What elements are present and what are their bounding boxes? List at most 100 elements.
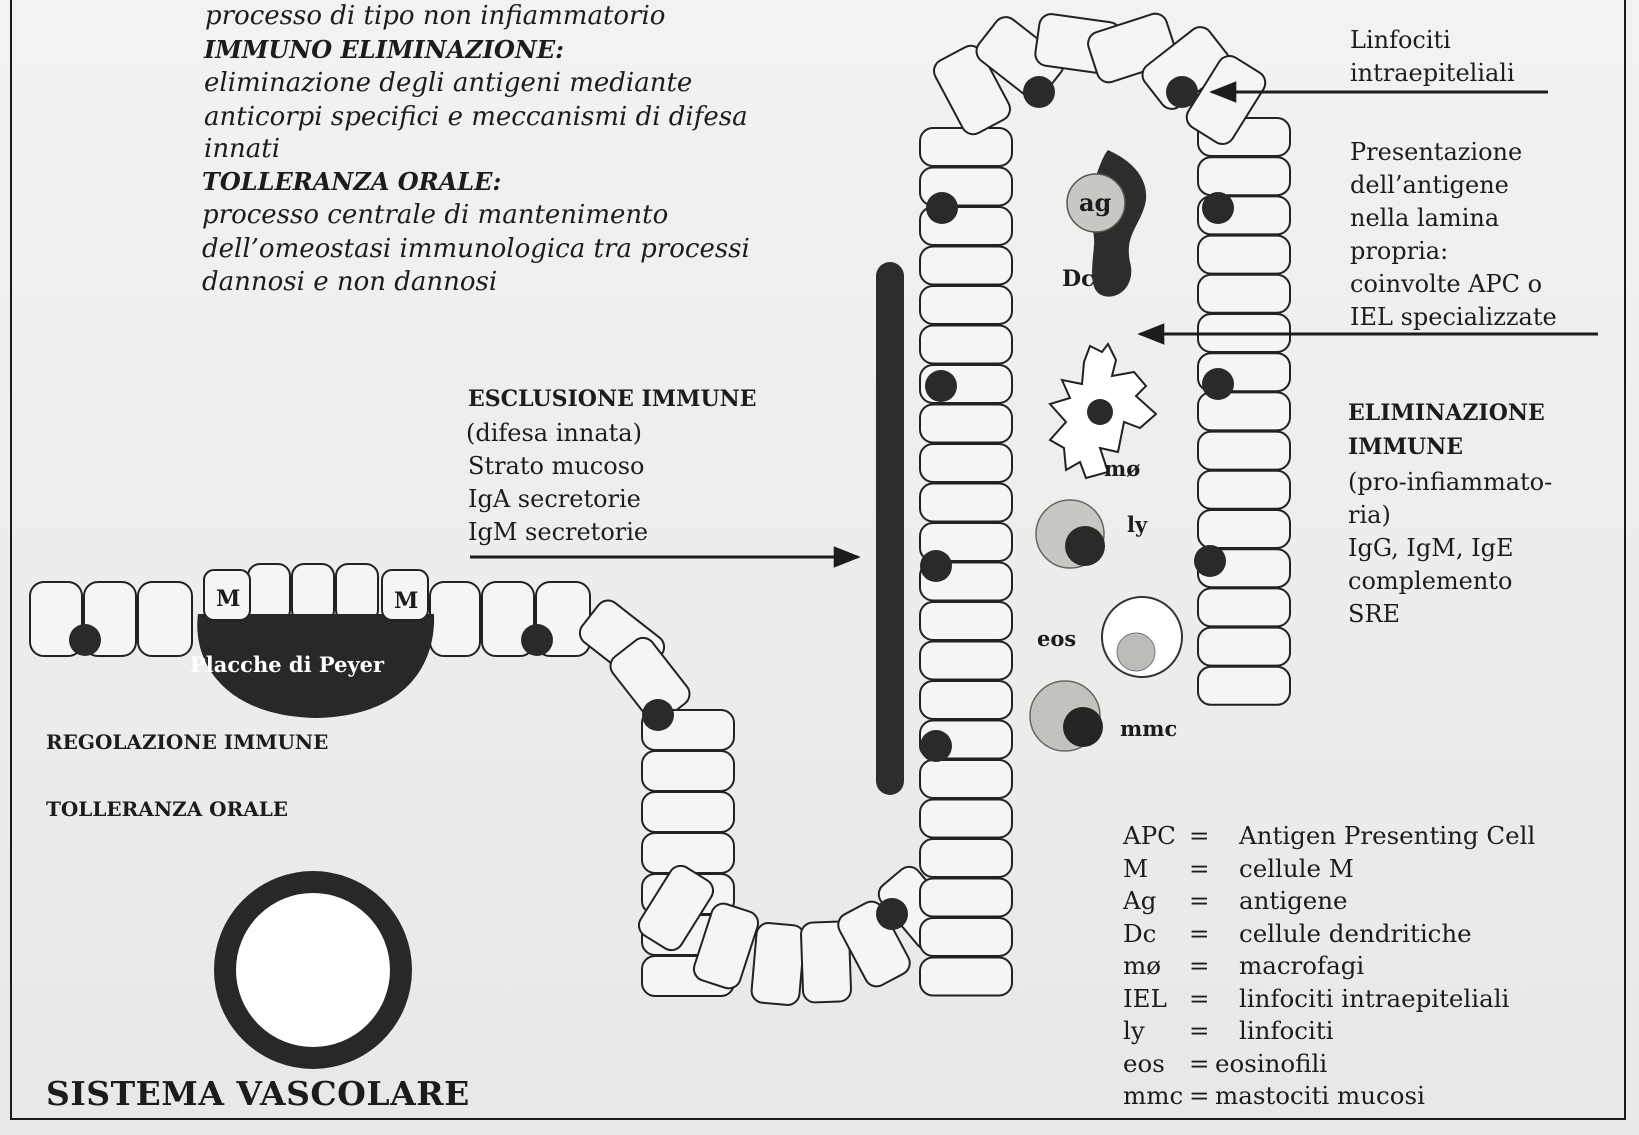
eosinophil-nucleus bbox=[1117, 633, 1155, 671]
epithelial-cell bbox=[1198, 275, 1290, 313]
blood-vessel bbox=[225, 882, 401, 1058]
legend-abbr: mmc bbox=[1123, 1080, 1183, 1111]
epithelial-cell bbox=[920, 247, 1012, 285]
epithelial-cell bbox=[920, 128, 1012, 166]
m-cell-left-label: M bbox=[216, 586, 240, 612]
epithelial-cell bbox=[1198, 236, 1290, 274]
legend-abbr: APC bbox=[1123, 820, 1176, 851]
linfociti-label-2: intraepiteliali bbox=[1350, 57, 1515, 90]
mast-cell-nucleus bbox=[1063, 707, 1103, 747]
esclusione-line-1: (difesa innata) bbox=[466, 417, 642, 450]
epithelial-cell bbox=[920, 681, 1012, 719]
eliminazione-line-1: (pro-infiammato- bbox=[1348, 466, 1552, 499]
epithelial-cell bbox=[1198, 510, 1290, 548]
label-dc: Dc bbox=[1062, 266, 1094, 292]
epithelial-cell bbox=[920, 405, 1012, 443]
legend-equals: = bbox=[1189, 918, 1210, 949]
presentazione-line-2: dell’antigene bbox=[1350, 169, 1509, 202]
macrophage-nucleus bbox=[1087, 399, 1113, 425]
tolleranza-line-3: dannosi e non dannosi bbox=[202, 266, 497, 299]
epithelial-cell bbox=[920, 286, 1012, 324]
nucleus bbox=[1194, 545, 1226, 577]
nucleus bbox=[1023, 76, 1055, 108]
nucleus bbox=[925, 370, 957, 402]
tolleranza-orale-label: TOLLERANZA ORALE bbox=[46, 797, 288, 821]
eliminazione-line-5: SRE bbox=[1348, 598, 1400, 631]
presentazione-line-3: nella lamina bbox=[1350, 202, 1499, 235]
eliminazione-immune-title-1: ELIMINAZIONE bbox=[1348, 400, 1545, 426]
epithelial-cell bbox=[920, 642, 1012, 680]
eliminazione-line-3: IgG, IgM, IgE bbox=[1348, 532, 1513, 565]
eliminazione-line-4: complemento bbox=[1348, 565, 1512, 598]
label-eos: eos bbox=[1037, 626, 1076, 651]
legend-description: linfociti bbox=[1239, 1015, 1334, 1046]
epithelial-cell bbox=[292, 564, 334, 622]
tolleranza-orale-title: TOLLERANZA ORALE: bbox=[202, 165, 501, 198]
presentazione-line-6: IEL specializzate bbox=[1350, 301, 1557, 334]
label-macrophage: mø bbox=[1104, 456, 1140, 481]
nucleus bbox=[1202, 192, 1234, 224]
legend-description: cellule M bbox=[1239, 853, 1354, 884]
epithelial-cell bbox=[751, 922, 806, 1006]
nucleus bbox=[876, 898, 908, 930]
nucleus bbox=[642, 699, 674, 731]
label-mmc: mmc bbox=[1120, 716, 1177, 741]
legend-equals: = bbox=[1189, 1080, 1210, 1111]
eliminazione-line-2: ria) bbox=[1348, 499, 1391, 532]
regolazione-immune-label: REGOLAZIONE IMMUNE bbox=[46, 730, 328, 754]
label-ag: ag bbox=[1079, 188, 1111, 217]
immuno-line-2: anticorpi specifici e meccanismi di dife… bbox=[204, 101, 748, 134]
legend-abbr: Dc bbox=[1123, 918, 1156, 949]
epithelial-cell bbox=[920, 879, 1012, 917]
legend-description: antigene bbox=[1239, 885, 1348, 916]
epithelial-cell bbox=[1198, 667, 1290, 705]
epithelial-cell bbox=[642, 792, 734, 832]
legend-description: Antigen Presenting Cell bbox=[1239, 820, 1535, 851]
intro-line: processo di tipo non infiammatorio bbox=[205, 0, 665, 33]
esclusione-line-4: IgM secretorie bbox=[468, 516, 648, 549]
epithelial-cell bbox=[1198, 471, 1290, 509]
epithelial-cell bbox=[1198, 588, 1290, 626]
legend-abbr: Ag bbox=[1123, 885, 1156, 916]
nucleus bbox=[521, 624, 553, 656]
linfociti-label-1: Linfociti bbox=[1350, 24, 1451, 57]
immuno-eliminazione-title: IMMUNO ELIMINAZIONE: bbox=[204, 33, 564, 66]
epithelial-cell bbox=[920, 839, 1012, 877]
epithelial-cell bbox=[642, 751, 734, 791]
epithelial-cell bbox=[430, 582, 480, 656]
legend-description: mastociti mucosi bbox=[1215, 1080, 1425, 1111]
tolleranza-line-1: processo centrale di mantenimento bbox=[202, 199, 668, 232]
nucleus bbox=[1166, 76, 1198, 108]
legend-abbr: M bbox=[1123, 853, 1148, 884]
lymphocyte-nucleus bbox=[1065, 526, 1105, 566]
epithelial-cell bbox=[1198, 157, 1290, 195]
epithelial-cell bbox=[920, 444, 1012, 482]
legend-equals: = bbox=[1189, 853, 1210, 884]
epithelial-cell bbox=[920, 484, 1012, 522]
esclusione-immune-title: ESCLUSIONE IMMUNE bbox=[468, 386, 757, 412]
epithelial-cell bbox=[920, 326, 1012, 364]
sistema-vascolare-label: SISTEMA VASCOLARE bbox=[46, 1074, 470, 1113]
epithelial-cell bbox=[920, 918, 1012, 956]
legend-abbr: mø bbox=[1123, 950, 1161, 981]
legend-equals: = bbox=[1189, 1048, 1210, 1079]
immuno-line-3: innati bbox=[204, 133, 280, 166]
legend-equals: = bbox=[1189, 983, 1210, 1014]
epithelial-cell bbox=[248, 564, 290, 622]
legend-description: cellule dendritiche bbox=[1239, 918, 1472, 949]
legend-description: macrofagi bbox=[1239, 950, 1364, 981]
presentazione-line-4: propria: bbox=[1350, 235, 1448, 268]
esclusione-line-2: Strato mucoso bbox=[468, 450, 644, 483]
epithelial-cell bbox=[336, 564, 378, 622]
label-ly: ly bbox=[1127, 512, 1147, 537]
epithelial-cell bbox=[642, 833, 734, 873]
epithelial-cell bbox=[138, 582, 192, 656]
presentazione-line-5: coinvolte APC o bbox=[1350, 268, 1542, 301]
mucus-layer-bar bbox=[876, 262, 904, 795]
legend-description: linfociti intraepiteliali bbox=[1239, 983, 1509, 1014]
epithelial-cell bbox=[920, 760, 1012, 798]
legend-equals: = bbox=[1189, 1015, 1210, 1046]
nucleus bbox=[69, 624, 101, 656]
legend-abbr: ly bbox=[1123, 1015, 1145, 1046]
